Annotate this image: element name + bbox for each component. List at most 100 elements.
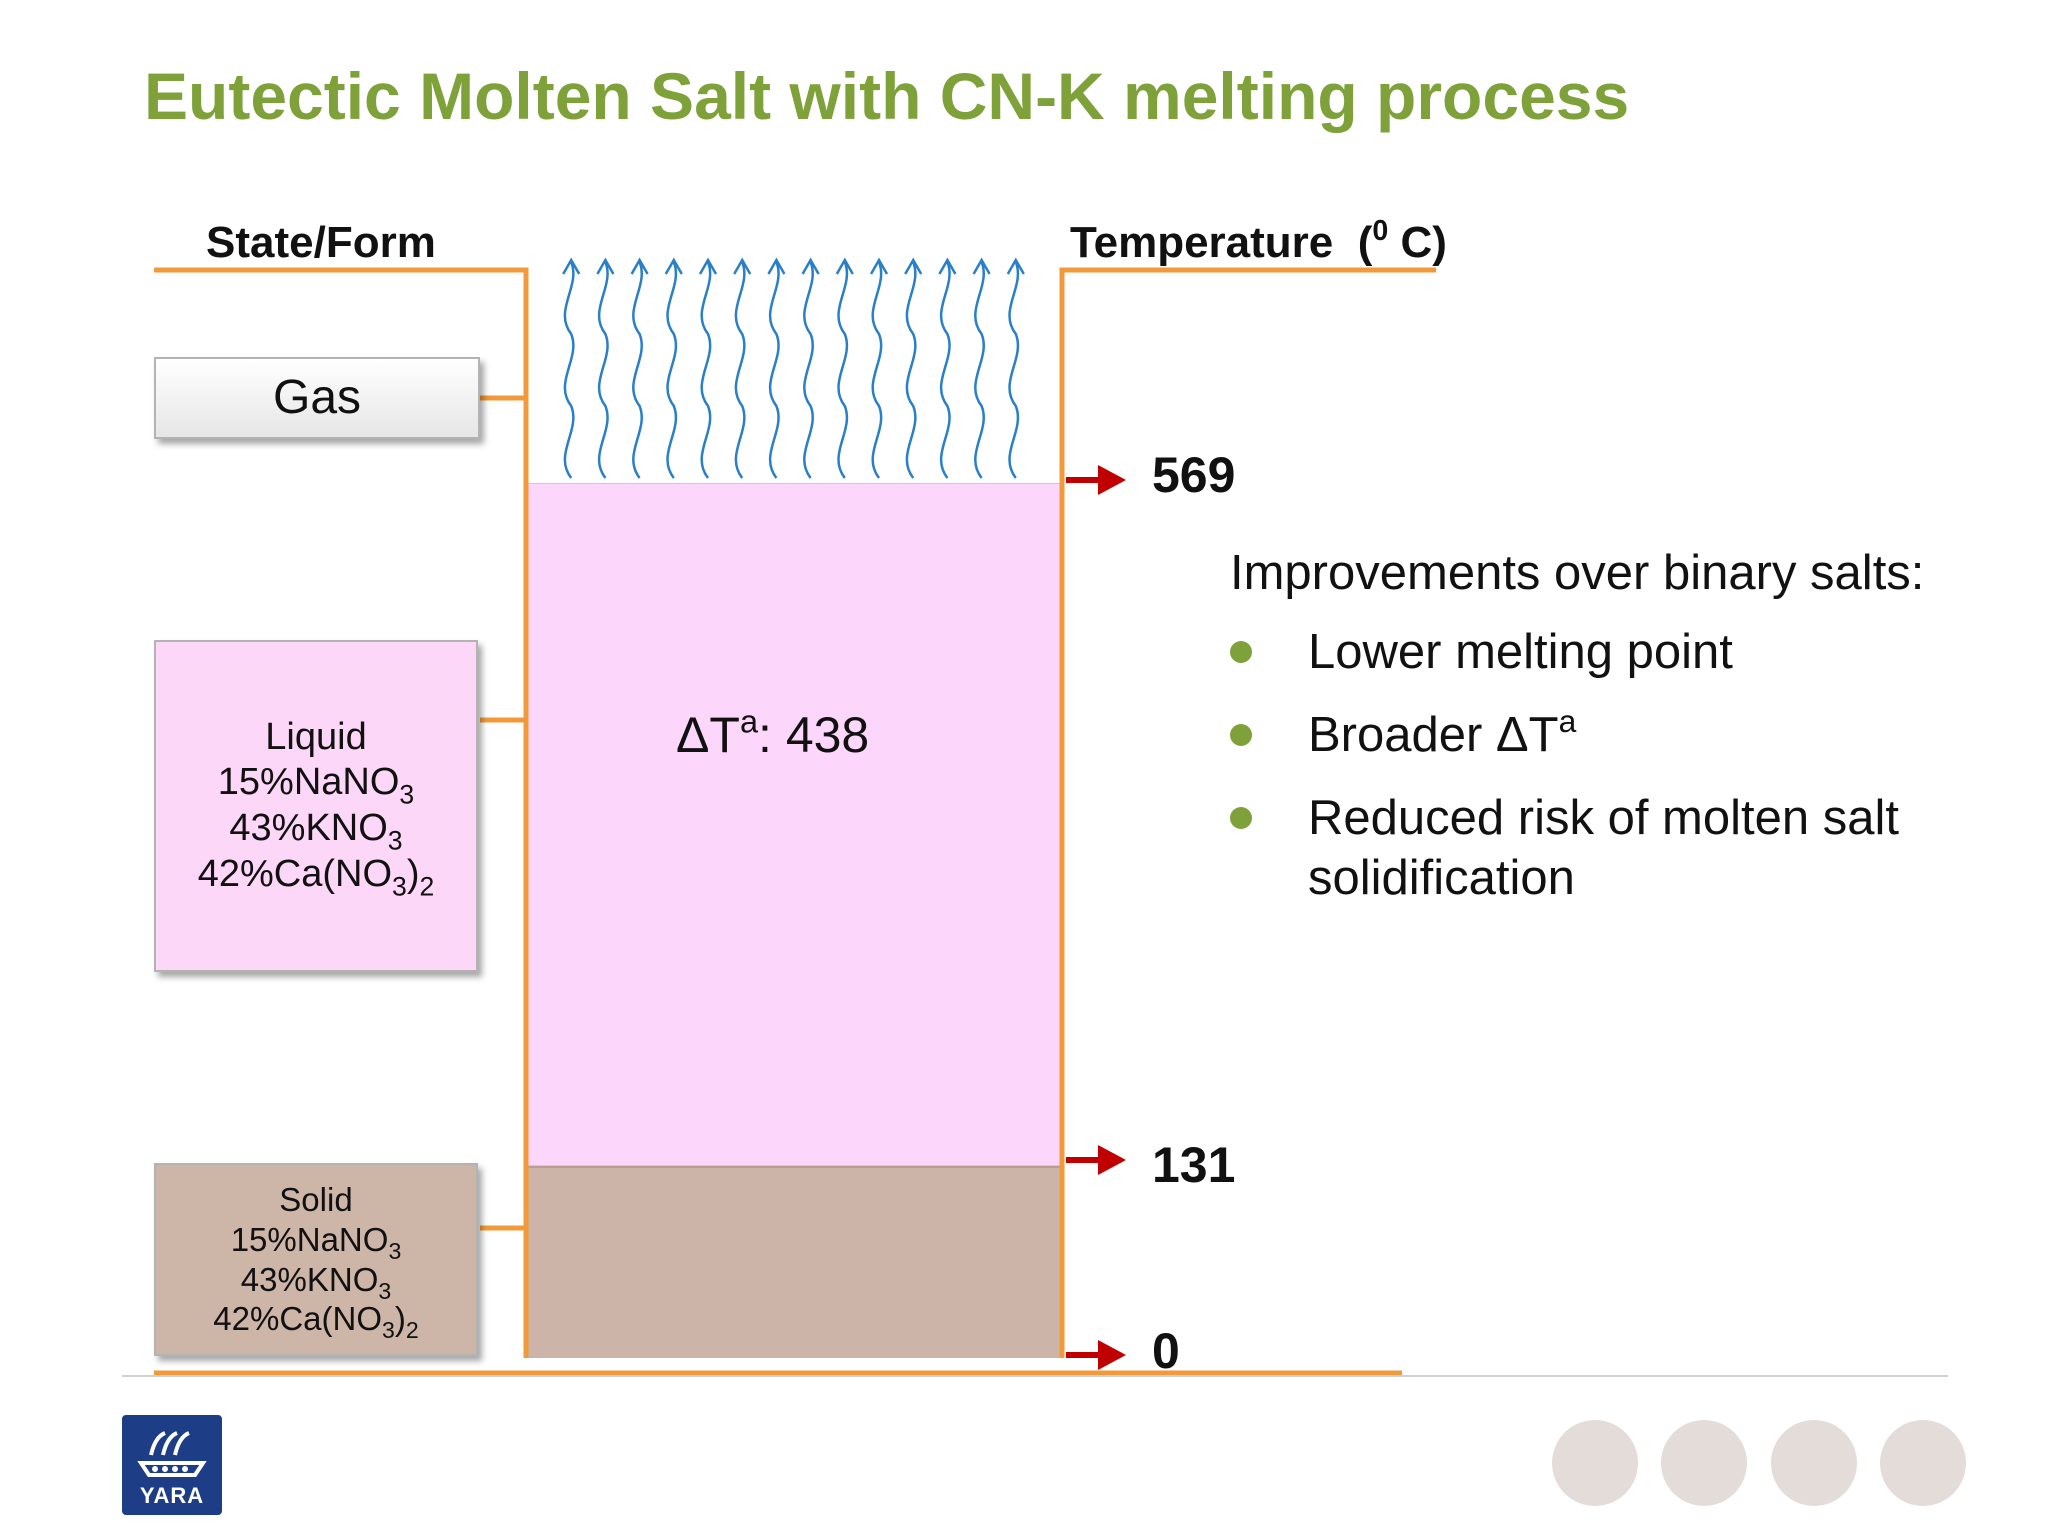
liquid-comp3-text: 42%Ca(NO (197, 852, 393, 895)
vapor-arrowhead-icon (938, 257, 957, 275)
vapor-arrowhead-icon (869, 257, 889, 275)
vapor-arrowhead-icon (835, 257, 854, 275)
vapor-arrowhead-icon (664, 257, 683, 275)
liquid-comp1-sub: 3 (399, 779, 415, 810)
improvement-text: Broader ΔT (1308, 707, 1559, 762)
vapor-arrowhead-icon (698, 257, 718, 275)
decorative-circle (1880, 1420, 1966, 1506)
solid-comp1-text: 15%NaNO (230, 1220, 389, 1258)
state-axis-line (154, 267, 529, 1358)
vapor-wave-line (734, 261, 746, 479)
delta-t-superscript: a (739, 703, 759, 740)
solid-state-box: Solid 15%NaNO3 43%KNO3 42%Ca(NO3)2 (154, 1163, 478, 1356)
vapor-wave-line (837, 261, 849, 479)
vapor-wave-line (939, 261, 951, 479)
temperature-label: Temperature (1070, 218, 1334, 267)
vapor-arrowhead-icon (562, 257, 581, 275)
vapor-arrowhead-icon (1006, 257, 1025, 275)
liquid-comp2-text: 43%KNO (229, 807, 388, 849)
improvement-item: Lower melting point (1230, 622, 2020, 683)
temperature-unit-close: C) (1388, 218, 1447, 267)
temp-0-label: 0 (1152, 1323, 1180, 1379)
liquid-phase-column (526, 483, 1062, 1166)
delta-t-label: ΔTa: 438 (676, 703, 870, 764)
bullet-dot-icon (1230, 641, 1252, 663)
vapor-arrowhead-icon (972, 257, 991, 275)
vapor-waves (562, 257, 1025, 479)
vapor-arrowhead-icon (767, 257, 786, 275)
delta-t-prefix: ΔT (676, 707, 740, 763)
liquid-comp-nano3: 15%NaNO3 (217, 760, 414, 808)
improvement-text: Lower melting point (1308, 625, 1733, 679)
solid-comp3-sub: 3 (382, 1317, 395, 1344)
vapor-wave-line (666, 261, 678, 479)
vapor-wave-line (974, 261, 985, 479)
decorative-circle (1661, 1420, 1747, 1506)
solid-label: Solid (279, 1181, 353, 1219)
improvement-item: Broader ΔTa (1230, 705, 2020, 766)
improvements-list: Lower melting point Broader ΔTa Reduced … (1230, 622, 2020, 931)
vapor-wave-line (700, 261, 712, 479)
liquid-comp-cano3: 42%Ca(NO3)2 (197, 852, 435, 901)
bullet-dot-icon (1230, 806, 1252, 829)
vapor-wave-line (768, 261, 780, 479)
improvement-item: Reduced risk of molten salt solidificati… (1230, 788, 2020, 910)
liquid-comp2-sub: 3 (387, 825, 403, 856)
solid-comp2-text: 43%KNO (240, 1260, 379, 1298)
improvement-superscript: a (1558, 702, 1577, 739)
improvements-heading: Improvements over binary salts: (1230, 546, 1925, 600)
vapor-wave-line (803, 261, 814, 479)
gas-label: Gas (272, 371, 362, 425)
solid-comp2-sub: 3 (378, 1277, 392, 1304)
temperature-unit-open: ( (1357, 218, 1373, 267)
liquid-comp-kno3: 43%KNO3 (229, 806, 403, 856)
decorative-circle (1771, 1420, 1857, 1506)
state-form-header: State/Form (206, 218, 436, 267)
solid-comp3-sub2: 2 (405, 1317, 419, 1344)
vapor-wave-line (1008, 261, 1020, 479)
viking-ship-icon (137, 1431, 207, 1477)
bullet-dot-icon (1230, 723, 1252, 746)
vapor-wave-line (905, 261, 917, 479)
liquid-comp3-paren: ) (406, 852, 420, 895)
vapor-arrowhead-icon (733, 257, 752, 275)
solid-phase-column (526, 1166, 1062, 1358)
vapor-arrowhead-icon (801, 257, 820, 275)
temp-569-label: 569 (1152, 447, 1236, 503)
solid-comp-kno3: 43%KNO3 (240, 1260, 391, 1303)
solid-comp1-sub: 3 (388, 1237, 402, 1264)
delta-t-value: : 438 (758, 707, 870, 763)
vapor-wave-line (563, 261, 575, 479)
decorative-circle (1552, 1420, 1638, 1506)
vapor-wave-line (632, 261, 643, 479)
arrow-569 (1066, 465, 1126, 495)
liquid-state-box: Liquid 15%NaNO3 43%KNO3 42%Ca(NO3)2 (154, 640, 478, 972)
temperature-unit-degree: 0 (1372, 214, 1389, 247)
temperature-axis-line (1059, 267, 1436, 1358)
solid-comp-nano3: 15%NaNO3 (230, 1220, 402, 1263)
vapor-arrowhead-icon (630, 257, 649, 275)
solid-comp3-text: 42%Ca(NO (213, 1300, 383, 1338)
temperature-header: Temperature (0 C) (1070, 214, 1447, 268)
solid-comp3-paren: ) (394, 1300, 406, 1338)
vapor-arrowhead-icon (596, 257, 615, 275)
logo-text: YARA (139, 1483, 205, 1508)
arrow-0 (1066, 1340, 1126, 1370)
temperature-arrows (1066, 465, 1126, 1370)
liquid-comp3-sub: 3 (392, 870, 407, 901)
improvement-text: Reduced risk of molten salt solidificati… (1308, 790, 1899, 906)
vapor-wave-line (871, 261, 883, 479)
gas-state-box: Gas (154, 357, 480, 439)
liquid-label: Liquid (265, 715, 367, 758)
temp-131-label: 131 (1152, 1137, 1236, 1193)
solid-comp-cano3: 42%Ca(NO3)2 (213, 1299, 418, 1342)
liquid-comp1-text: 15%NaNO (217, 761, 400, 804)
vapor-wave-line (597, 261, 609, 479)
yara-logo: YARA (122, 1415, 222, 1515)
vapor-arrowhead-icon (904, 257, 923, 275)
slide-title: Eutectic Molten Salt with CN-K melting p… (144, 59, 1630, 133)
orange-axis-lines (154, 267, 1436, 1376)
liquid-comp3-sub2: 2 (419, 870, 435, 901)
arrow-131 (1066, 1145, 1126, 1175)
